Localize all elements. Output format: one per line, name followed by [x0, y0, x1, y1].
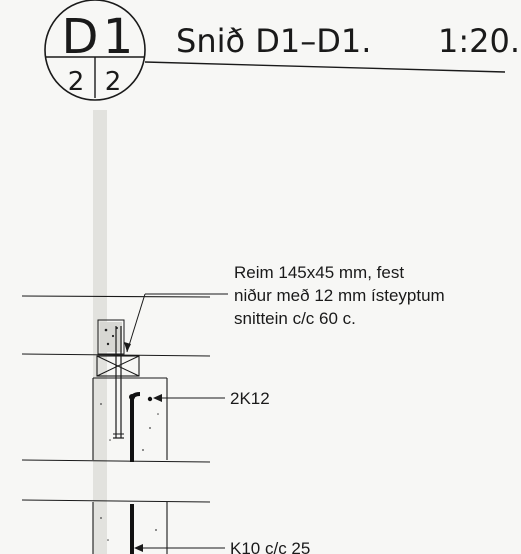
timber-beam — [97, 319, 125, 355]
concrete-wall-lower — [21, 499, 211, 554]
beam-note-line3: snittein c/c 60 c. — [234, 309, 356, 328]
leader-beam-note — [124, 293, 228, 353]
beam-note-line1: Reim 145x45 mm, fest — [234, 263, 404, 282]
section-marker-circle — [44, 0, 146, 101]
section-marker-sheet-left: 2 — [68, 67, 85, 97]
title-underline — [144, 61, 506, 73]
slab-line-top — [21, 295, 211, 298]
rebar-2k12-label: 2K12 — [230, 389, 270, 408]
timber-block — [96, 355, 140, 377]
rebar-2k12-dot-2 — [147, 396, 153, 402]
rebar-k10-label: K10 c/c 25 — [230, 539, 310, 554]
rebar-2k12-dot — [129, 394, 135, 400]
leader-k10 — [134, 544, 225, 552]
leader-2k12 — [153, 394, 225, 402]
rebar-vertical — [130, 392, 141, 462]
concrete-wall-upper — [21, 377, 211, 463]
section-title: Snið D1–D1. — [176, 22, 371, 60]
section-scale: 1:20. — [438, 22, 520, 60]
anchor-bolt — [113, 326, 124, 439]
section-marker: D 1 2 2 — [44, 0, 146, 101]
beam-note-line2: niður með 12 mm ísteyptum — [234, 286, 445, 305]
section-marker-number: 1 — [103, 9, 134, 65]
section-marker-letter: D — [62, 9, 99, 65]
section-marker-sheet-right: 2 — [105, 67, 122, 97]
